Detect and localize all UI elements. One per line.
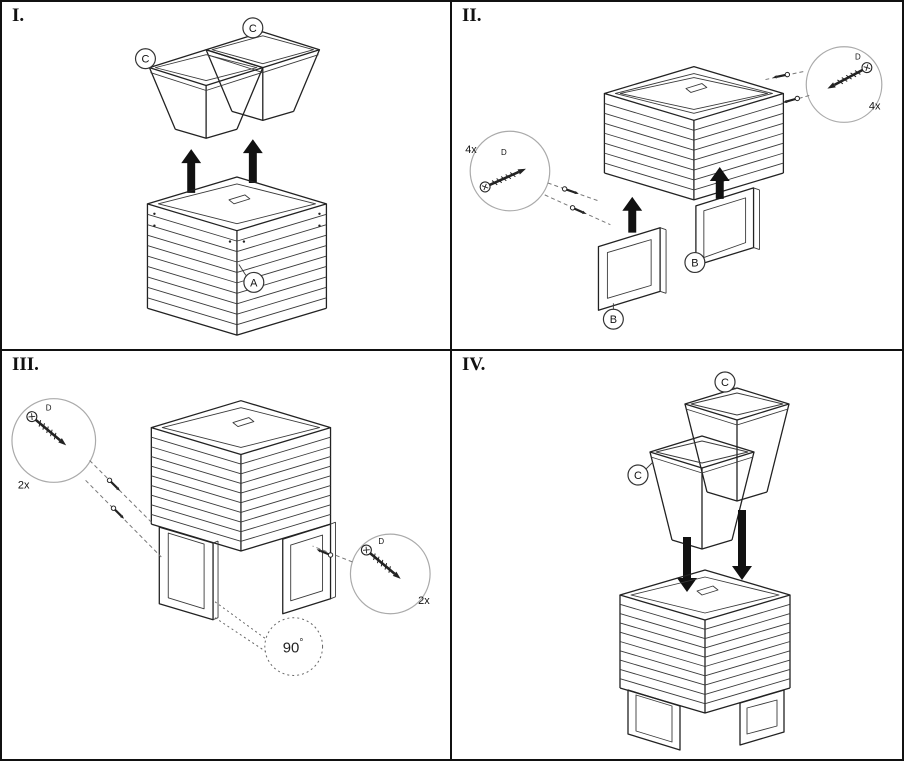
screw-icon [26,411,67,446]
liner-inserts-drawing [148,31,321,139]
planter-box-inverted-drawing [603,65,785,201]
step-1-label: I. [12,5,25,26]
svg-text:B: B [691,257,698,269]
step-3-panel: III. [2,351,452,759]
leader-lines-left [544,182,611,226]
leg-frame-front-drawing [597,227,667,311]
screw-part-label-left: D [46,404,52,413]
part-label-liner-rear: C [714,371,737,393]
leg-frame-right-drawing [282,521,336,615]
leader-lines-left [85,460,162,558]
step-3-label: III. [12,354,39,375]
screw-detail-callout-left: D 4x [465,130,551,212]
right-angle-annotation: 90° [214,601,324,676]
step-1-panel: I. C C [2,2,452,351]
screw-detail-callout-right: D 4x [805,46,883,123]
part-label-leg-rear: B [684,251,706,274]
planter-box-drawing [146,176,328,336]
small-screw-icon [110,505,125,519]
screw-position-dots [153,212,321,243]
svg-text:A: A [250,277,258,289]
step-2-panel: II. B [452,2,902,351]
attach-up-arrow-front [622,196,643,233]
screw-part-label-right: D [378,537,384,546]
leg-frame-left-drawing [158,526,219,621]
part-label-box: A [238,264,265,293]
step-4-panel: IV. C C [452,351,902,759]
screw-detail-callout-left: D 2x [11,398,97,491]
small-screw-icon [782,95,800,103]
svg-text:C: C [142,54,150,66]
small-screw-icon [569,205,587,214]
screw-qty-right: 4x [869,100,881,112]
step-2-diagram: B B [465,46,883,330]
screw-part-label-right: D [855,53,861,62]
svg-text:C: C [721,377,729,389]
screw-qty-left: 2x [18,479,30,491]
angle-text: 90° [283,638,304,657]
step-4-label: IV. [462,354,486,375]
screw-part-label-left: D [501,148,507,157]
attach-up-arrow-rear [709,167,730,199]
assembled-planter-drawing [619,569,791,751]
svg-text:B: B [610,314,617,326]
lift-up-arrow-left [181,149,202,193]
step-1-diagram: C C [134,17,328,336]
screw-qty-left: 4x [465,144,477,156]
small-screw-icon [316,549,334,558]
step-2-label: II. [462,5,482,26]
leg-frame-left-drawing [627,689,681,751]
planter-box-drawing [150,400,332,552]
small-screw-icon [772,71,791,79]
part-label-leg-front: B [602,303,624,330]
lift-up-arrow-right [242,139,263,183]
screw-detail-callout-right: D 2x [349,533,431,615]
part-label-liner-left: C [134,48,157,70]
step-3-diagram: D 2x D 2x [11,398,431,676]
screw-icon [479,168,526,193]
screw-icon [360,544,401,579]
screw-icon [827,62,873,89]
part-label-liner-right: C [242,17,264,39]
leg-frame-right-drawing [739,689,785,746]
small-screw-icon [561,186,579,194]
svg-text:C: C [634,470,642,482]
insert-down-arrow-left [677,537,697,592]
screw-qty-right: 2x [418,595,430,607]
part-label-liner-front: C [627,461,654,486]
insert-down-arrow-right [732,510,752,580]
svg-text:C: C [249,23,257,35]
small-screw-icon [106,477,121,491]
liner-insert-front-drawing [649,435,755,550]
leg-frame-rear-drawing [695,187,760,267]
step-4-diagram: C C [619,371,791,751]
liner-insert-rear-drawing [684,387,790,502]
